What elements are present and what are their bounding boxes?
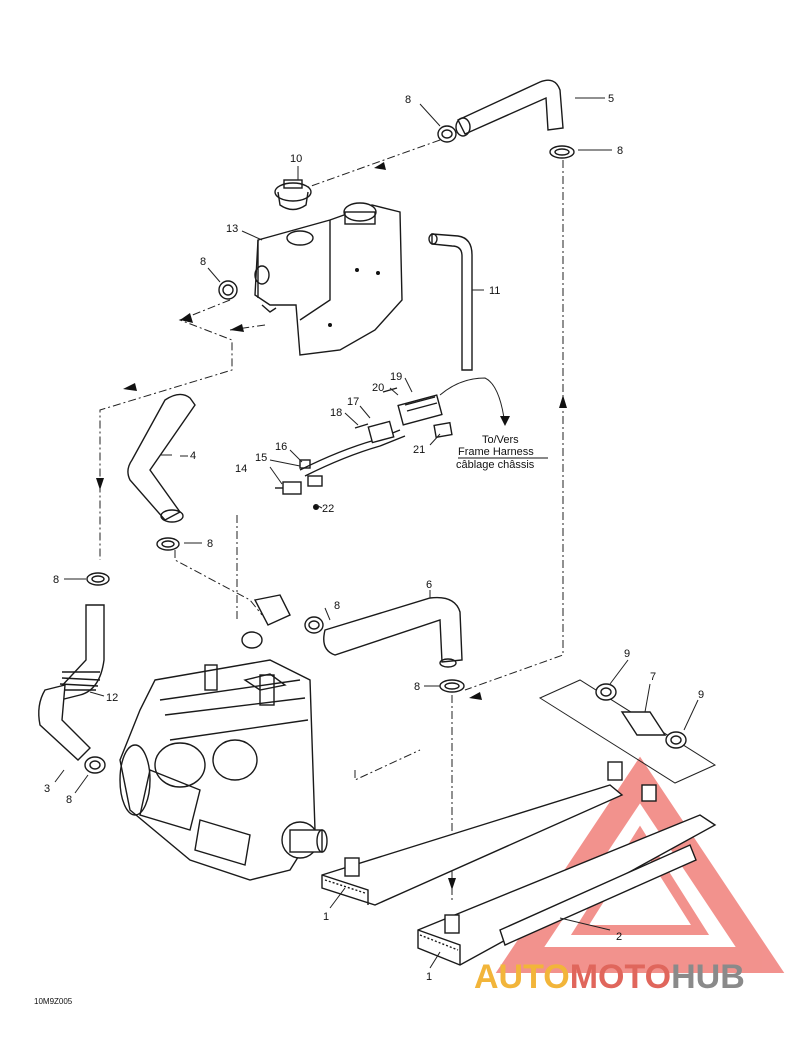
callout-1: 1: [426, 971, 432, 983]
callout-12: 12: [106, 692, 118, 704]
watermark-moto: MOTO: [570, 958, 671, 996]
callout-16: 16: [275, 441, 287, 453]
watermark-hub: HUB: [671, 958, 745, 996]
watermark-logo: AUTOMOTOHUB: [474, 958, 745, 996]
heat-exchanger-2: [499, 844, 697, 946]
callout-8: 8: [414, 681, 420, 693]
clamp-8-hose4: [156, 537, 180, 551]
clamp-9-left: [595, 683, 617, 701]
note-line-3: câblage châssis: [456, 459, 535, 471]
heat-exchanger-1-upper: [321, 761, 624, 906]
hose-5: [455, 79, 564, 137]
note-line-1: To/Vers: [482, 434, 519, 446]
callout-8: 8: [200, 256, 206, 268]
clamp-8-hose6: [304, 616, 324, 634]
callout-2: 2: [616, 931, 622, 943]
radiator-cap-10: [274, 179, 312, 211]
callout-8: 8: [207, 538, 213, 550]
callout-19: 19: [390, 371, 402, 383]
engine-block: [119, 594, 328, 881]
hose-3: [38, 684, 91, 761]
connector-7-frame: [538, 679, 717, 784]
coolant-tank-13: [254, 202, 403, 356]
leader-lines: [54, 97, 699, 969]
clamp-8-top: [437, 125, 457, 143]
clamp-8-right-top: [549, 145, 575, 159]
hose-11: [428, 233, 473, 371]
callout-6: 6: [426, 579, 432, 591]
callout-labels: 8 5 8 10 13 8 11 19 20 17 18 21 16 4 15 …: [44, 93, 704, 983]
callout-8: 8: [66, 794, 72, 806]
callout-4: 4: [190, 450, 196, 462]
callout-21: 21: [413, 444, 425, 456]
clamp-9-right: [665, 731, 687, 749]
hose-6: [323, 596, 463, 668]
callout-13: 13: [226, 223, 238, 235]
callout-17: 17: [347, 396, 359, 408]
callout-9: 9: [624, 648, 630, 660]
callout-14: 14: [235, 463, 247, 475]
callout-9: 9: [698, 689, 704, 701]
callout-7: 7: [650, 671, 656, 683]
svg-text:AUTOMOTOHUB: AUTOMOTOHUB: [474, 958, 745, 996]
note-line-2: Frame Harness: [458, 446, 534, 458]
callout-20: 20: [372, 382, 384, 394]
callout-3: 3: [44, 783, 50, 795]
callout-5: 5: [608, 93, 614, 105]
clamp-8-tank: [218, 280, 238, 300]
callout-8: 8: [53, 574, 59, 586]
sensor-harness-assembly: [275, 387, 453, 510]
hose-4: [127, 393, 196, 523]
figure-code: 10M9Z005: [34, 997, 73, 1006]
watermark-auto: AUTO: [474, 958, 570, 996]
callout-8: 8: [617, 145, 623, 157]
frame-harness-note: To/Vers Frame Harness câblage châssis: [456, 434, 548, 471]
callout-22: 22: [322, 503, 334, 515]
callout-8: 8: [334, 600, 340, 612]
clamp-8-left: [86, 572, 110, 586]
callout-15: 15: [255, 452, 267, 464]
callout-1: 1: [323, 911, 329, 923]
callout-8: 8: [405, 94, 411, 106]
clamp-8-hose6-bottom: [439, 679, 465, 693]
callout-10: 10: [290, 153, 302, 165]
callout-11: 11: [489, 285, 500, 297]
callout-18: 18: [330, 407, 342, 419]
coolant-flow-path: [96, 139, 567, 900]
clamp-8-hose3: [84, 756, 106, 774]
